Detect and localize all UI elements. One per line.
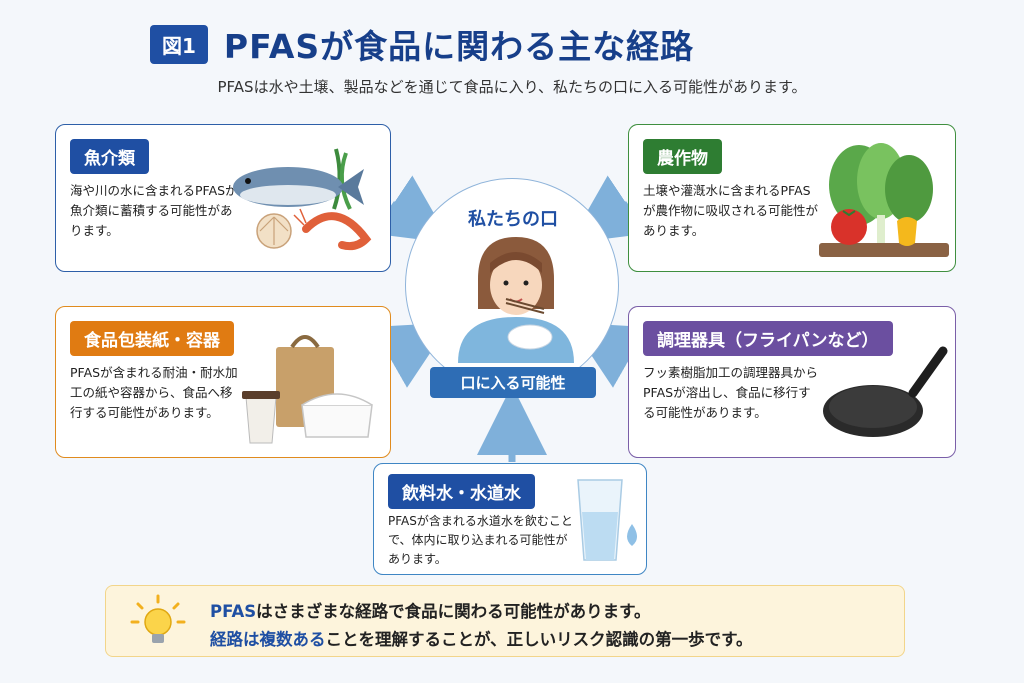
pathway-card-cookware: 調理器具（フライパンなど） フッ素樹脂加工の調理器具からPFASが溶出し、食品に… — [628, 306, 956, 458]
pathway-label-packaging: 食品包装紙・容器 — [70, 321, 234, 356]
key-message-line-2: 経路は複数あることを理解することが、正しいリスク認識の第一歩です。 — [210, 626, 753, 650]
pathway-text-seafood: 海や川の水に含まれるPFASが魚介類に蓄積する可能性があります。 — [70, 183, 238, 238]
pathway-label-cookware: 調理器具（フライパンなど） — [643, 321, 893, 356]
pathway-label-water: 飲料水・水道水 — [388, 474, 535, 509]
key-message-rest-2: ことを理解することが、正しいリスク認識の第一歩です。 — [325, 630, 753, 649]
packaging-illustration — [242, 335, 373, 444]
figure-badge: 図1 — [150, 24, 208, 64]
vegetables-illustration — [819, 143, 949, 257]
key-message-rest-1: はさまざまな経路で食品に関わる可能性があります。 — [256, 602, 651, 621]
pathway-card-water: 飲料水・水道水 PFASが含まれる水道水を飲むことで、体内に取り込まれる可能性が… — [373, 463, 647, 575]
pathway-label-crops: 農作物 — [643, 139, 722, 174]
pathway-label-seafood: 魚介類 — [70, 139, 149, 174]
key-message-highlight-2: 経路は複数ある — [210, 630, 326, 649]
water-glass-illustration — [577, 479, 637, 561]
page-subtitle: PFASは水や土壌、製品などを通じて食品に入り、私たちの口に入る可能性があります… — [217, 78, 807, 96]
pathway-text-cookware: フッ素樹脂加工の調理器具からPFASが溶出し、食品に移行する可能性があります。 — [643, 365, 819, 420]
pathway-text-water: PFASが含まれる水道水を飲むことで、体内に取り込まれる可能性があります。 — [388, 514, 573, 567]
title-row: 図1 PFASが食品に関わる主な経路 — [150, 20, 694, 68]
pathway-card-crops: 農作物 土壌や灌漑水に含まれるPFASが農作物に吸収される可能性があります。 — [628, 124, 956, 272]
key-message-box: PFASはさまざまな経路で食品に関わる可能性があります。 経路は複数あることを理… — [105, 585, 905, 657]
pathway-card-seafood: 魚介類 海や川の水に含まれるPFASが魚介類に蓄積する可能性があります。 — [55, 124, 391, 272]
pathway-card-packaging: 食品包装紙・容器 PFASが含まれる耐油・耐水加工の紙や容器から、食品へ移行する… — [55, 306, 391, 458]
lightbulb-icon — [130, 594, 186, 643]
pathway-text-packaging: PFASが含まれる耐油・耐水加工の紙や容器から、食品へ移行する可能性があります。 — [70, 365, 238, 420]
arrow-cookware — [569, 322, 648, 388]
fish-shrimp-illustration — [233, 148, 372, 251]
center-badge: 口に入る可能性 — [430, 367, 596, 398]
center-title: 私たちの口 — [468, 209, 558, 230]
pathway-text-crops: 土壌や灌漑水に含まれるPFASが農作物に吸収される可能性があります。 — [643, 183, 819, 238]
center-mouth-circle: 私たちの口 口に入る可能性 — [405, 178, 619, 398]
arrow-seafood — [373, 175, 452, 244]
person-eating-illustration — [458, 237, 574, 363]
key-message-highlight-1: PFAS — [210, 602, 257, 621]
key-message-line-1: PFASはさまざまな経路で食品に関わる可能性があります。 — [210, 598, 650, 622]
frying-pan-illustration — [823, 346, 948, 437]
arrow-packaging — [372, 322, 451, 388]
arrow-crops — [568, 175, 647, 244]
page-title: PFASが食品に関わる主な経路 — [223, 27, 695, 66]
